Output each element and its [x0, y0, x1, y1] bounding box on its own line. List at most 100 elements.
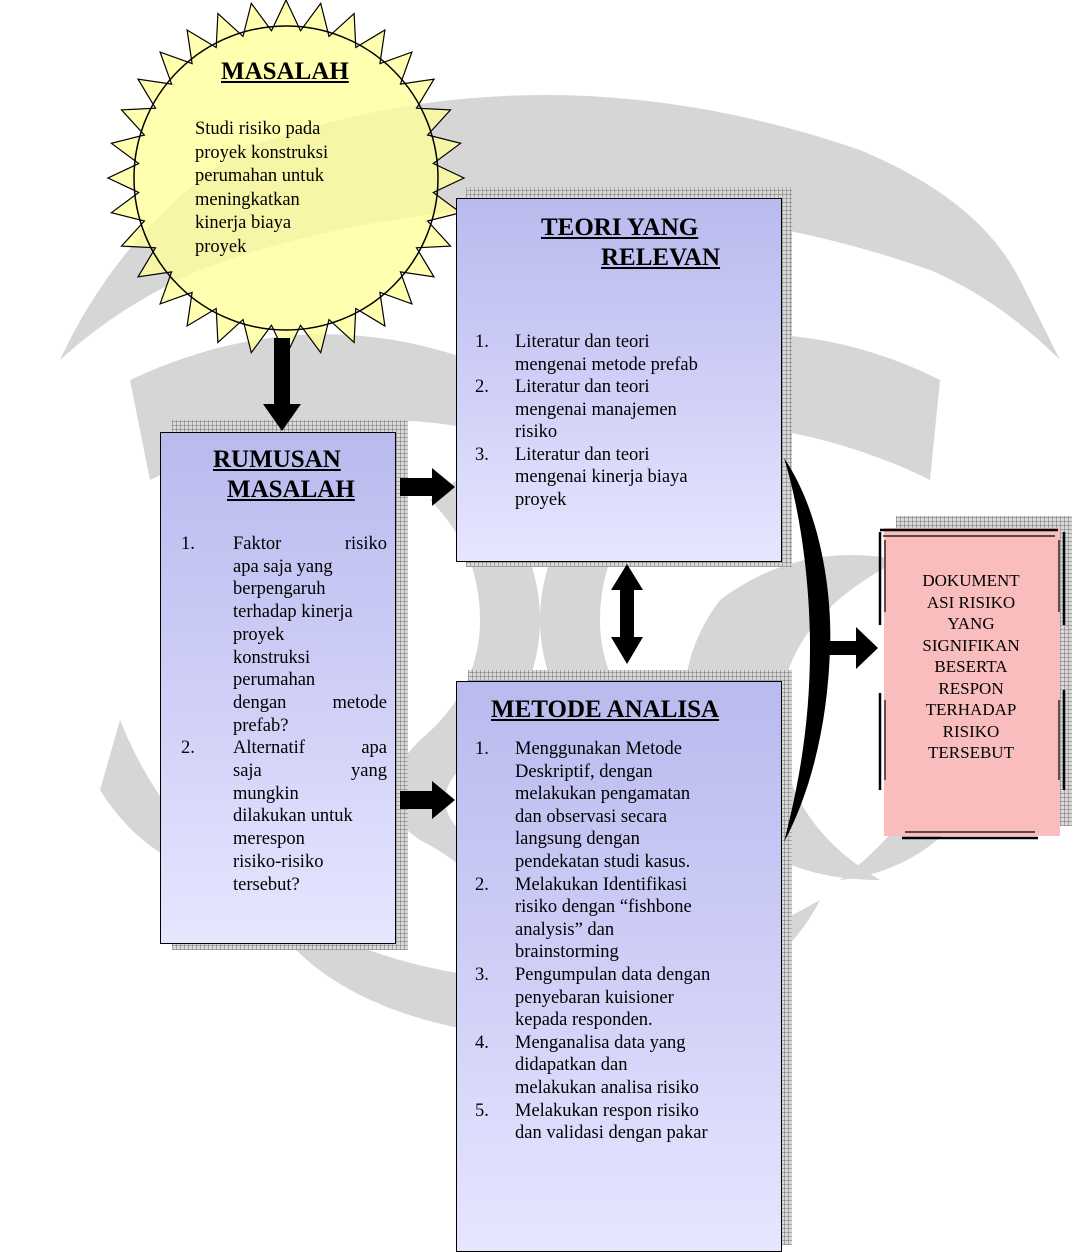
rumusan-line: dilakukan untuk: [233, 806, 353, 827]
rumusan-line: terhadap kinerja: [233, 602, 353, 623]
metode-line: kepada responden.: [515, 1010, 653, 1031]
rumusan-list: 1. Faktor risiko apa saja yang berpengar…: [161, 533, 387, 896]
rumusan-line: merespon: [233, 829, 305, 850]
teori-line: mengenai manajemen: [515, 399, 677, 420]
dokumentasi-line: TERSEBUT: [928, 743, 1014, 762]
rumusan-line: tersebut?: [233, 874, 300, 895]
metode-item-num: 2.: [475, 874, 489, 895]
dokumentasi-line: ASI RISIKO: [926, 592, 1016, 612]
masalah-line: kinerja biaya: [195, 213, 292, 233]
rumusan-line: dengan metode: [233, 692, 387, 713]
rumusan-item: 1. Faktor risiko apa saja yang berpengar…: [161, 533, 387, 737]
rumusan-line: proyek: [233, 624, 285, 645]
teori-line: Literatur dan teori: [515, 332, 650, 352]
masalah-title: MASALAH: [221, 58, 349, 85]
rumusan-item: 2. Alternatif apa saja yang mungkin dila…: [161, 737, 387, 896]
bracket-curve: [784, 458, 831, 842]
masalah-line: perumahan untuk: [195, 166, 324, 186]
dokumentasi-line: DOKUMENT: [922, 571, 1020, 590]
arrow-rumusan-to-metode: [400, 781, 455, 819]
masalah-line: proyek: [195, 236, 247, 257]
teori-box: TEORI YANG RELEVAN 1. Literatur dan teor…: [456, 198, 782, 562]
metode-line: penyebaran kuisioner: [515, 987, 674, 1008]
teori-item: 2. Literatur dan teori mengenai manajeme…: [457, 376, 777, 444]
rumusan-item-num: 1.: [181, 534, 195, 554]
arrow-masalah-to-rumusan: [263, 338, 301, 431]
masalah-text: Studi risiko pada proyek konstruksi peru…: [195, 118, 375, 259]
metode-line: Menggunakan Metode: [515, 739, 682, 759]
rumusan-line: prefab?: [233, 715, 289, 736]
rumusan-line: Faktor risiko: [233, 534, 387, 554]
dokumentasi-line: YANG: [947, 614, 995, 633]
metode-item-num: 4.: [475, 1032, 489, 1053]
dokumentasi-line: RISIKO: [942, 721, 1000, 741]
sun-inner-circle: [133, 25, 439, 331]
teori-line: risiko: [515, 422, 558, 442]
teori-line: Literatur dan teori: [515, 377, 650, 397]
rumusan-title-line1: RUMUSAN: [213, 446, 341, 473]
arrow-teori-metode-double: [611, 564, 643, 664]
rumusan-line: mungkin: [233, 783, 299, 804]
rumusan-line: konstruksi: [233, 647, 311, 668]
metode-line: Melakukan respon risiko: [515, 1100, 699, 1121]
metode-line: dan validasi dengan pakar: [515, 1123, 708, 1144]
metode-line: Deskriptif, dengan: [515, 761, 653, 782]
teori-item-num: 2.: [475, 377, 489, 397]
metode-item-num: 3.: [475, 964, 489, 985]
metode-line: didapatkan dan: [515, 1055, 628, 1076]
dokumentasi-box: [884, 528, 1060, 836]
metode-line: dan observasi secara: [515, 806, 668, 827]
metode-title: METODE ANALISA: [491, 696, 720, 723]
rumusan-line: apa saja yang: [233, 556, 333, 577]
arrow-to-dokumentasi: [818, 627, 878, 669]
teori-title-line2: RELEVAN: [601, 244, 721, 271]
rumusan-line: risiko-risiko: [233, 851, 324, 872]
metode-item-num: 1.: [475, 739, 489, 759]
metode-line: Melakukan Identifikasi: [515, 874, 688, 895]
metode-item: 5. Melakukan respon risiko dan validasi …: [457, 1100, 781, 1145]
dokumentasi-line: RESPON: [938, 678, 1004, 698]
teori-title-line1: TEORI YANG: [541, 214, 699, 241]
teori-line: mengenai kinerja biaya: [515, 467, 688, 487]
dokumentasi-line: TERHADAP: [925, 700, 1017, 719]
rumusan-line: Alternatif apa: [233, 738, 387, 759]
teori-line: Literatur dan teori: [515, 444, 650, 465]
metode-box: METODE ANALISA 1. Menggunakan Metode Des…: [456, 681, 782, 1252]
teori-line: mengenai metode prefab: [515, 354, 698, 375]
metode-item-num: 5.: [475, 1100, 489, 1121]
masalah-line: meningkatkan: [195, 189, 300, 210]
teori-item: 1. Literatur dan teori mengenai metode p…: [457, 331, 777, 376]
metode-line: melakukan analisa risiko: [515, 1077, 699, 1098]
metode-line: Pengumpulan data dengan: [515, 964, 711, 985]
dokumentasi-text: DOKUMENT ASI RISIKO YANG SIGNIFIKAN BESE…: [896, 570, 1046, 764]
dokumentasi-line: BESERTA: [934, 657, 1008, 676]
metode-line: brainstorming: [515, 942, 619, 963]
rumusan-box: RUMUSAN MASALAH 1. Faktor risiko apa saj…: [160, 432, 396, 944]
rumusan-item-num: 2.: [181, 738, 195, 759]
arrow-rumusan-to-teori: [400, 468, 455, 506]
metode-item: 3. Pengumpulan data dengan penyebaran ku…: [457, 964, 781, 1032]
teori-item: 3. Literatur dan teori mengenai kinerja …: [457, 444, 777, 512]
metode-line: Menganalisa data yang: [515, 1032, 686, 1053]
metode-line: pendekatan studi kasus.: [515, 851, 691, 872]
teori-list: 1. Literatur dan teori mengenai metode p…: [457, 331, 777, 511]
masalah-line: proyek konstruksi: [195, 142, 329, 163]
metode-line: risiko dengan “fishbone: [515, 897, 692, 918]
teori-item-num: 1.: [475, 332, 489, 352]
rumusan-line: perumahan: [233, 670, 316, 691]
dokumentasi-line: SIGNIFIKAN: [922, 635, 1020, 655]
metode-line: melakukan pengamatan: [515, 784, 691, 805]
masalah-line: Studi risiko pada: [195, 119, 321, 139]
rumusan-line: berpengaruh: [233, 579, 326, 600]
rumusan-line: saja yang: [233, 761, 387, 782]
metode-item: 1. Menggunakan Metode Deskriptif, dengan…: [457, 738, 781, 874]
metode-item: 2. Melakukan Identifikasi risiko dengan …: [457, 874, 781, 964]
metode-list: 1. Menggunakan Metode Deskriptif, dengan…: [457, 738, 781, 1145]
metode-item: 4. Menganalisa data yang didapatkan dan …: [457, 1032, 781, 1100]
rumusan-title-line2: MASALAH: [227, 476, 355, 503]
teori-line: proyek: [515, 489, 567, 510]
metode-line: langsung dengan: [515, 829, 640, 850]
metode-line: analysis” dan: [515, 919, 615, 940]
